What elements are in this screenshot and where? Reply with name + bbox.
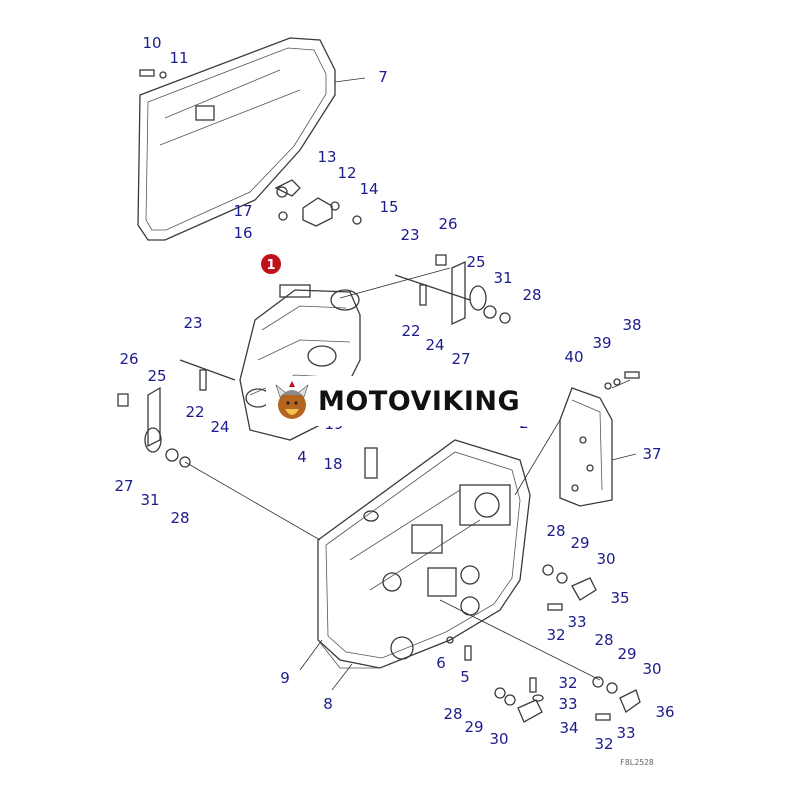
callout-label: 30 (642, 660, 661, 678)
callout-label: 28 (170, 509, 189, 527)
callout-label: 6 (436, 654, 446, 672)
callout-label: 22 (185, 403, 204, 421)
callout-label: 31 (493, 269, 512, 287)
callout-label: 12 (337, 164, 356, 182)
callout-label: 33 (567, 613, 586, 631)
callout-label: 38 (622, 316, 641, 334)
brand-name: MOTOVIKING (318, 385, 521, 417)
brand-watermark: MOTOVIKING (266, 376, 536, 426)
callout-label: 23 (183, 314, 202, 332)
callout-label: 37 (642, 445, 661, 463)
callout-label: 28 (443, 705, 462, 723)
callout-label: 30 (596, 550, 615, 568)
callout-label: 28 (522, 286, 541, 304)
callout-label: 26 (119, 350, 138, 368)
callout-label: 27 (114, 477, 133, 495)
lever-linkages (117, 254, 511, 541)
callout-label: 10 (142, 34, 161, 52)
callout-label: 16 (233, 224, 252, 242)
callout-label: 30 (489, 730, 508, 748)
highlight-label: 1 (266, 258, 275, 273)
callout-label: 40 (564, 348, 583, 366)
callout-label: 8 (323, 695, 333, 713)
callout-label: 28 (546, 522, 565, 540)
callout-label: 34 (559, 719, 578, 737)
drawing-code: F8L2528 (620, 758, 654, 767)
callout-label: 11 (169, 49, 188, 67)
callout-label: 28 (594, 631, 613, 649)
callout-label: 25 (466, 253, 485, 271)
callout-label: 22 (401, 322, 420, 340)
callout-label: 33 (616, 724, 635, 742)
callout-label: 32 (546, 626, 565, 644)
callout-label: 15 (379, 198, 398, 216)
lower-right-hardware (363, 371, 641, 723)
callout-label: 7 (378, 68, 388, 86)
callout-label: 36 (655, 703, 674, 721)
callout-label: 4 (297, 448, 307, 466)
callout-label: 26 (438, 215, 457, 233)
upper-cover-plate (137, 37, 366, 241)
callout-label: 13 (317, 148, 336, 166)
cover-fasteners (139, 69, 362, 227)
callout-label: 5 (460, 668, 470, 686)
highlight-marker (261, 254, 281, 274)
callout-label: 27 (451, 350, 470, 368)
callout-label: 33 (558, 695, 577, 713)
callout-label: 29 (570, 534, 589, 552)
callout-label: 39 (592, 334, 611, 352)
callout-label: 32 (594, 735, 613, 753)
viking-logo-icon (275, 381, 309, 419)
bracket (514, 387, 637, 507)
callout-label: 17 (233, 202, 252, 220)
callout-label: 24 (210, 418, 229, 436)
callout-label: 25 (147, 367, 166, 385)
callout-label: 18 (323, 455, 342, 473)
callout-label: 9 (280, 669, 290, 687)
callout-label: 29 (464, 718, 483, 736)
callout-label: 32 (558, 674, 577, 692)
transmission-case (299, 439, 531, 691)
callout-label: 35 (610, 589, 629, 607)
callout-label: 29 (617, 645, 636, 663)
callout-label: 14 (359, 180, 378, 198)
callout-label: 31 (140, 491, 159, 509)
callout-label: 23 (400, 226, 419, 244)
callout-label: 24 (425, 336, 444, 354)
